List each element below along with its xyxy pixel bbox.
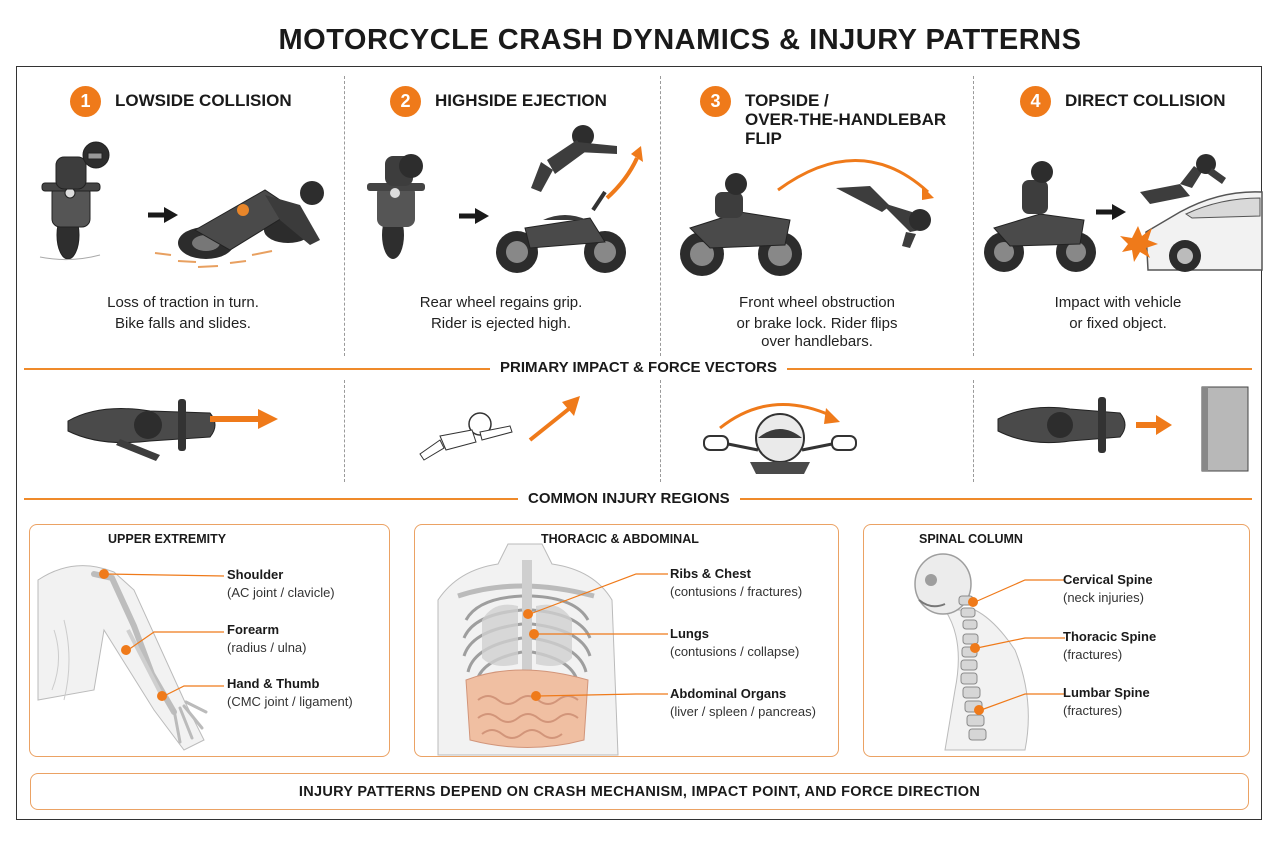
description-line: Front wheel obstruction [739, 294, 895, 311]
description-line: or fixed object. [1069, 315, 1167, 332]
highside-illustration [367, 125, 643, 273]
section-title-force: PRIMARY IMPACT & FORCE VECTORS [490, 359, 787, 376]
force-vector-lowside [67, 399, 278, 461]
label-detail: (liver / spleen / pancreas) [670, 704, 816, 719]
label-detail: (radius / ulna) [227, 640, 307, 655]
step-3-header: 3 TOPSIDE / OVER-THE-HANDLEBAR FLIP [700, 86, 946, 148]
footer-banner: INJURY PATTERNS DEPEND ON CRASH MECHANIS… [30, 773, 1249, 810]
step-1-header: 1 LOWSIDE COLLISION [70, 86, 292, 117]
step-1-description: Loss of traction in turn. Bike falls and… [30, 292, 336, 334]
main-frame [16, 66, 1262, 820]
step-2-header: 2 HIGHSIDE EJECTION [390, 86, 607, 117]
injury-label-hand: Hand & Thumb (CMC joint / ligament) [227, 675, 353, 711]
description-line: Loss of traction in turn. [107, 294, 259, 311]
label-name: Lumbar Spine [1063, 685, 1150, 700]
panel-divider [660, 380, 661, 482]
section-title-injury: COMMON INJURY REGIONS [518, 490, 740, 507]
label-detail: (AC joint / clavicle) [227, 585, 335, 600]
panel-divider [973, 76, 974, 356]
force-vector-topside [703, 402, 857, 474]
description-line: over handlebars. [761, 333, 873, 350]
step-title: HIGHSIDE EJECTION [435, 91, 607, 110]
description-line: Rear wheel regains grip. [419, 294, 583, 311]
panel-divider [660, 76, 661, 356]
label-name: Shoulder [227, 567, 284, 582]
direct-collision-illustration [984, 154, 1263, 272]
description-line: Rider is ejected high. [430, 315, 572, 332]
label-detail: (neck injuries) [1063, 590, 1144, 605]
step-4-header: 4 DIRECT COLLISION [1020, 86, 1226, 117]
lowside-illustration [39, 141, 324, 268]
injury-label-abdominal: Abdominal Organs (liver / spleen / pancr… [670, 685, 816, 721]
injury-label-thoracic-spine: Thoracic Spine (fractures) [1063, 628, 1156, 664]
step-number-badge: 1 [70, 86, 101, 117]
box-title: UPPER EXTREMITY [108, 532, 227, 546]
label-name: Cervical Spine [1063, 572, 1153, 587]
step-title: TOPSIDE / OVER-THE-HANDLEBAR FLIP [745, 86, 946, 148]
force-vector-direct [997, 386, 1249, 472]
label-name: Lungs [670, 626, 709, 641]
step-title-line: TOPSIDE / [745, 91, 829, 110]
arm-skeleton-illustration [37, 565, 225, 751]
panel-divider [344, 76, 345, 356]
label-name: Ribs & Chest [670, 566, 751, 581]
box-title: THORACIC & ABDOMINAL [541, 532, 699, 546]
step-title-line: OVER-THE-HANDLEBAR [745, 110, 947, 129]
injury-label-lumbar: Lumbar Spine (fractures) [1063, 684, 1150, 720]
step-4-description: Impact with vehicle or fixed object. [975, 292, 1261, 334]
label-name: Hand & Thumb [227, 676, 320, 691]
step-number-badge: 4 [1020, 86, 1051, 117]
label-detail: (fractures) [1063, 647, 1123, 662]
topside-illustration [680, 159, 934, 276]
page-title: MOTORCYCLE CRASH DYNAMICS & INJURY PATTE… [278, 24, 1082, 56]
label-detail: (contusions / collapse) [670, 644, 800, 659]
panel-divider [344, 380, 345, 482]
injury-label-cervical: Cervical Spine (neck injuries) [1063, 571, 1153, 607]
injury-label-ribs: Ribs & Chest (contusions / fractures) [670, 565, 802, 601]
label-name: Abdominal Organs [670, 686, 787, 701]
label-name: Thoracic Spine [1063, 629, 1157, 644]
step-2-description: Rear wheel regains grip. Rider is ejecte… [346, 292, 656, 334]
injury-label-lungs: Lungs (contusions / collapse) [670, 625, 799, 661]
label-detail: (contusions / fractures) [670, 584, 803, 599]
step-title: DIRECT COLLISION [1065, 91, 1226, 110]
label-detail: (fractures) [1063, 703, 1123, 718]
injury-label-shoulder: Shoulder (AC joint / clavicle) [227, 566, 335, 602]
label-name: Forearm [227, 622, 280, 637]
description-line: Bike falls and slides. [115, 315, 251, 332]
panel-divider [973, 380, 974, 482]
description-line: Impact with vehicle [1054, 294, 1182, 311]
injury-label-forearm: Forearm (radius / ulna) [227, 621, 306, 657]
box-title: SPINAL COLUMN [919, 532, 1023, 546]
step-title: LOWSIDE COLLISION [115, 91, 292, 110]
spine-illustration [914, 553, 1065, 751]
torso-illustration [437, 543, 668, 756]
step-title-line: FLIP [745, 129, 782, 148]
step-3-description: Front wheel obstruction or brake lock. R… [662, 292, 972, 352]
label-detail: (CMC joint / ligament) [227, 694, 353, 709]
description-line: or brake lock. Rider flips [736, 315, 898, 332]
force-vector-highside [419, 396, 580, 461]
step-number-badge: 2 [390, 86, 421, 117]
step-number-badge: 3 [700, 86, 731, 117]
